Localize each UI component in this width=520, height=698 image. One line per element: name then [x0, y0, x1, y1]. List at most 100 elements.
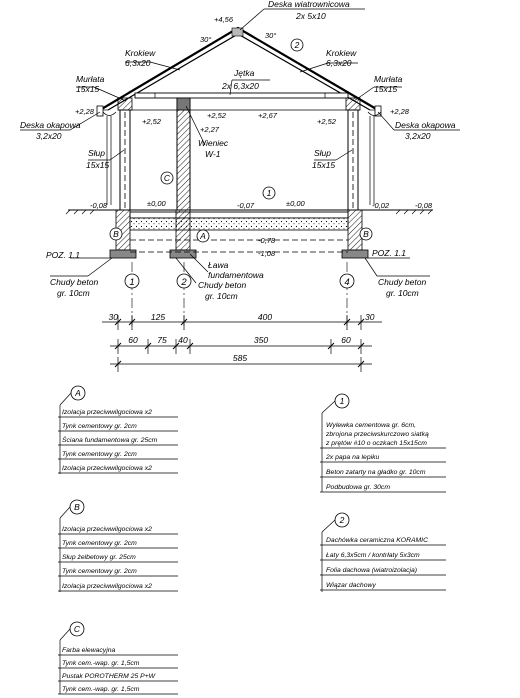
legend-b-layer-3: Tynk cementowy gr. 2cm	[62, 568, 137, 575]
legend-2-layer-2: Folia dachowa (wiatroizolacja)	[326, 567, 417, 574]
wall-plate-right	[345, 97, 361, 111]
legend-2-marker: 2	[339, 515, 345, 525]
angle-right: 30°	[265, 31, 276, 40]
legend-a-layer-0: Izolacja przeciwwilgociowa x2	[62, 409, 152, 416]
dim-r1-3: 30	[365, 312, 375, 322]
axis-bubble-4	[339, 273, 355, 289]
dim-r2-4: 60	[341, 335, 351, 345]
section-labels: +4,56 Deska wiatrownicowa 2x 5x10 30° 30…	[20, 0, 456, 301]
legend-c-layer-0: Farba elewacyjna	[62, 647, 115, 654]
lawa-label: Ława	[208, 260, 229, 270]
rafter-right-size: 6,3x20	[326, 58, 352, 68]
dim-r2-1: 75	[157, 335, 167, 345]
dim-r2-2: 40	[178, 335, 188, 345]
post-right-label: Słup	[314, 148, 331, 158]
legend-1-marker: 1	[340, 396, 345, 406]
chudy-mid-size: gr. 10cm	[205, 291, 238, 301]
elev-252-b: +2,52	[207, 111, 227, 120]
elev-252-a: +2,52	[142, 117, 162, 126]
legend-1-layer-0-line2: zbrojona przeciwskurczowo siatką	[325, 431, 429, 438]
axis-label-4: 4	[344, 277, 349, 288]
legend-a: A Izolacja przeciwwilgociowa x2 Tynk cem…	[58, 385, 178, 474]
legend-2-layer-0: Dachówka ceramiczna KORAMIC	[326, 537, 428, 544]
eaves-left-label: Deska okapowa	[20, 120, 81, 130]
elev-minus-108: -1,08	[258, 249, 276, 258]
legend-b-layer-2: Słup żelbetowy gr. 25cm	[62, 554, 136, 561]
legend-c: C Farba elewacyjna Tynk cem.-wap. gr. 1,…	[58, 621, 178, 695]
legend-1-layer-0-line1: Wylewka cementowa gr. 6cm,	[326, 422, 416, 429]
legend-2: 2 Dachówka ceramiczna KORAMIC Łaty 6,3x5…	[320, 512, 446, 592]
eaves-left-size: 3,2x20	[36, 131, 62, 141]
lawa-label-2: fundamentowa	[208, 270, 264, 280]
eaves-right-label: Deska okapowa	[395, 120, 456, 130]
section-markers: C 1 2 A B B	[109, 38, 373, 243]
legend-c-marker: C	[74, 624, 81, 634]
legend-b-layer-1: Tynk cementowy gr. 2cm	[62, 540, 137, 547]
dim-r2-3: 350	[254, 335, 268, 345]
poz-right: POZ. 1.1	[372, 248, 406, 258]
dim-r1-0: 30	[109, 312, 119, 322]
axis-bubble-1	[124, 273, 140, 289]
rafter-left-label: Krokiew	[125, 48, 156, 58]
dim-r2-0: 60	[128, 335, 138, 345]
legend-a-marker: A	[74, 388, 81, 398]
legend-b: B Izolacja przeciwwilgociowa x2 Tynk cem…	[58, 499, 178, 592]
jetka-label: Jętka	[233, 68, 255, 78]
chudy-left-label: Chudy beton	[50, 277, 98, 287]
elev-minus-002: -0,02	[372, 201, 390, 210]
wall-plate-left	[117, 97, 133, 111]
marker-1: 1	[267, 188, 272, 198]
elev-minus-008-left: -0,08	[90, 201, 108, 210]
walls	[106, 97, 375, 211]
elev-zero-left: ±0,00	[147, 199, 167, 208]
elev-227: +2,27	[200, 125, 220, 134]
elev-ridge: +4,56	[214, 15, 234, 24]
elev-minus-078: -0,78	[258, 236, 276, 245]
axis-label-1: 1	[129, 277, 134, 288]
poz-left: POZ. 1.1	[46, 250, 80, 260]
rafter-right-label: Krokiew	[326, 48, 357, 58]
marker-b-left: B	[113, 229, 119, 239]
legend-1-layer-0-line3: z prętów #10 o oczkach 15x15cm	[325, 440, 427, 447]
legend-c-layer-2: Pustak POROTHERM 25 P+W	[62, 673, 156, 680]
legend-2-layer-3: Wiązar dachowy	[326, 582, 376, 589]
legend-1-layer-3: Podbudowa gr. 30cm	[326, 484, 390, 491]
marker-2: 2	[294, 40, 300, 50]
dim-r1-2: 400	[258, 312, 272, 322]
legend-b-layer-4: Izolacja przeciwwilgociowa x2	[62, 583, 152, 590]
legend-b-layer-0: Izolacja przeciwwilgociowa x2	[62, 526, 152, 533]
legend-c-layer-1: Tynk cem.-wap. gr. 1,5cm	[62, 660, 140, 667]
chudy-left-size: gr. 10cm	[57, 288, 90, 298]
collar-beam	[134, 92, 349, 99]
elev-minus-008-right: -0,08	[415, 201, 433, 210]
foundation	[65, 209, 433, 259]
leader-lines	[20, 8, 460, 284]
murlata-left-label: Murłata	[76, 74, 105, 84]
roof	[96, 26, 382, 117]
legend-1-layer-1: 2x papa na lepiku	[325, 454, 380, 461]
elev-zero-right: ±0,00	[286, 199, 306, 208]
wind-board-label: Deska wiatrownicowa	[268, 0, 350, 9]
chudy-right-size: gr. 10cm	[386, 288, 419, 298]
marker-b-right: B	[363, 229, 369, 239]
angle-left: 30°	[200, 35, 211, 44]
wieniec-code: W-1	[205, 149, 221, 159]
jetka-size: 2x 6,3x20	[221, 81, 259, 91]
marker-a: A	[199, 231, 206, 241]
wind-board-size: 2x 5x10	[295, 11, 326, 21]
legend-c-layer-3: Tynk cem.-wap. gr. 1,5cm	[62, 686, 140, 693]
wieniec-label: Wieniec	[198, 138, 229, 148]
elev-minus-007: -0,07	[237, 201, 255, 210]
post-right-size: 15x15	[312, 160, 335, 170]
chudy-mid-label: Chudy beton	[198, 280, 246, 290]
dim-total: 585	[233, 353, 247, 363]
chudy-right-label: Chudy beton	[378, 277, 426, 287]
murlata-right-size: 15x15	[374, 84, 397, 94]
legend-1: 1 Wylewka cementowa gr. 6cm, zbrojona pr…	[320, 393, 446, 493]
dim-r1-1: 125	[151, 312, 165, 322]
elev-267: +2,67	[258, 111, 278, 120]
murlata-right-label: Murłata	[374, 74, 403, 84]
legend-a-layer-4: Izolacja przeciwwilgociowa x2	[62, 465, 152, 472]
rafter-left-size: 6,3x20	[125, 58, 151, 68]
